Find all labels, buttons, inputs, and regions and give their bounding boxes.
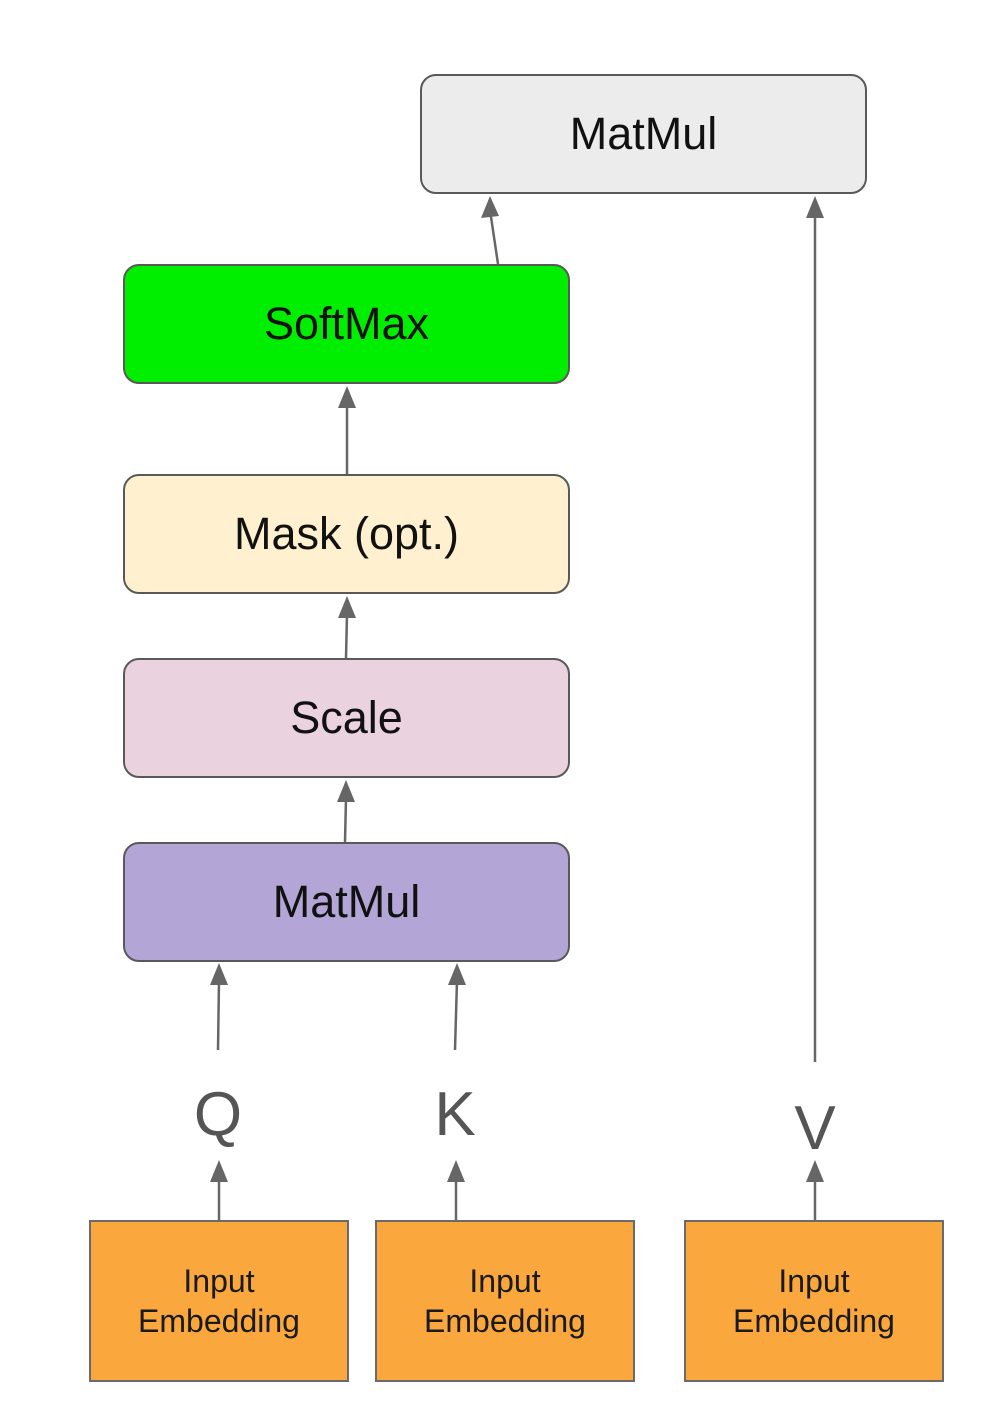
arrowhead-softmax-to-matmul <box>481 196 499 218</box>
arrowhead-q-to-matmul <box>210 963 228 985</box>
arrow-q-to-matmul <box>216 979 221 1051</box>
value-label: V <box>794 1094 836 1163</box>
arrowhead-embed-to-q <box>210 1160 228 1182</box>
arrowhead-mask-to-softmax <box>338 386 356 408</box>
arrowhead-embed-to-v <box>806 1160 824 1182</box>
arrow-scale-to-mask <box>344 613 349 659</box>
input-embedding-v: Input Embedding <box>684 1220 944 1382</box>
arrowhead-v-to-matmul <box>806 196 824 218</box>
arrowhead-matmul-to-scale <box>337 780 355 802</box>
softmax-label: SoftMax <box>263 298 430 349</box>
arrow-matmul-to-scale <box>343 797 348 843</box>
mask-block: Mask (opt.) <box>123 474 570 594</box>
query-label: Q <box>193 1080 243 1149</box>
arrow-k-to-matmul <box>453 979 459 1051</box>
embedding-line2: Embedding <box>733 1303 895 1339</box>
input-embedding-k: Input Embedding <box>375 1220 635 1382</box>
arrowhead-k-to-matmul <box>448 963 466 985</box>
matmul-input-block: MatMul <box>123 842 570 962</box>
embedding-line2: Embedding <box>138 1303 300 1339</box>
embedding-line1: Input <box>778 1263 850 1299</box>
arrow-softmax-to-matmul <box>488 209 500 265</box>
key-label: K <box>434 1080 476 1149</box>
arrowhead-embed-to-k <box>447 1160 465 1182</box>
arrowhead-scale-to-mask <box>338 596 356 618</box>
softmax-block: SoftMax <box>123 264 570 384</box>
matmul-output-block: MatMul <box>420 74 867 194</box>
embedding-line1: Input <box>183 1263 255 1299</box>
mask-label: Mask (opt.) <box>233 508 460 559</box>
matmul-input-label: MatMul <box>272 876 421 927</box>
matmul-output-label: MatMul <box>569 108 718 159</box>
scale-label: Scale <box>290 692 403 743</box>
scale-block: Scale <box>123 658 570 778</box>
embedding-line1: Input <box>469 1263 541 1299</box>
input-embedding-q: Input Embedding <box>89 1220 349 1382</box>
embedding-line2: Embedding <box>424 1303 586 1339</box>
